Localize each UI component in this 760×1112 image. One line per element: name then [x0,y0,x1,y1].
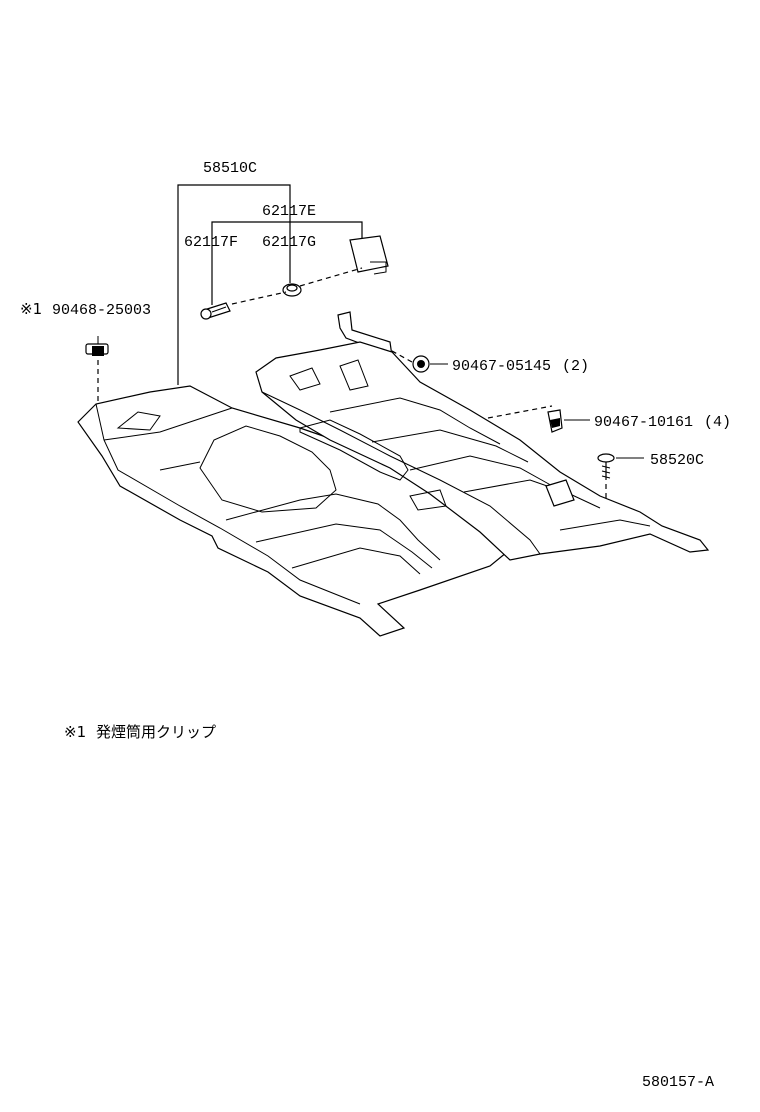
leader-62117f-g [211,250,291,305]
label-58520c: 58520C [650,452,704,469]
label-clip-smoke-mark: ※1 [20,300,42,318]
floor-carpet-rear [255,341,710,561]
dash-clip-10161 [487,405,553,419]
label-90467-05145-qty: (2) [562,358,589,375]
label-90467-10161-qty: (4) [704,414,731,431]
footnote-mark: ※1 [64,723,86,741]
nut-90467-05145 [412,355,448,373]
clip-90468-25003 [85,336,109,356]
floor-carpet-front [77,385,513,637]
clip-62117g [282,283,302,297]
leader-58510c [177,184,291,385]
label-90467-05145: 90467-05145 [452,358,551,375]
label-62117e: 62117E [262,203,316,220]
bolt-62117f [200,302,231,320]
drawing-number: 580157-A [642,1074,714,1091]
label-58510c: 58510C [203,160,257,177]
label-62117g: 62117G [262,234,316,251]
label-90468-25003: 90468-25003 [52,302,151,319]
footnote-text: 発煙筒用クリップ [96,723,216,741]
dash-cover-to-clips [231,267,363,305]
cover-plate-62117e [349,235,389,275]
clip-90467-10161 [547,409,590,433]
screw-58520c [597,453,644,480]
label-62117f: 62117F [184,234,238,251]
label-90467-10161: 90467-10161 [594,414,693,431]
